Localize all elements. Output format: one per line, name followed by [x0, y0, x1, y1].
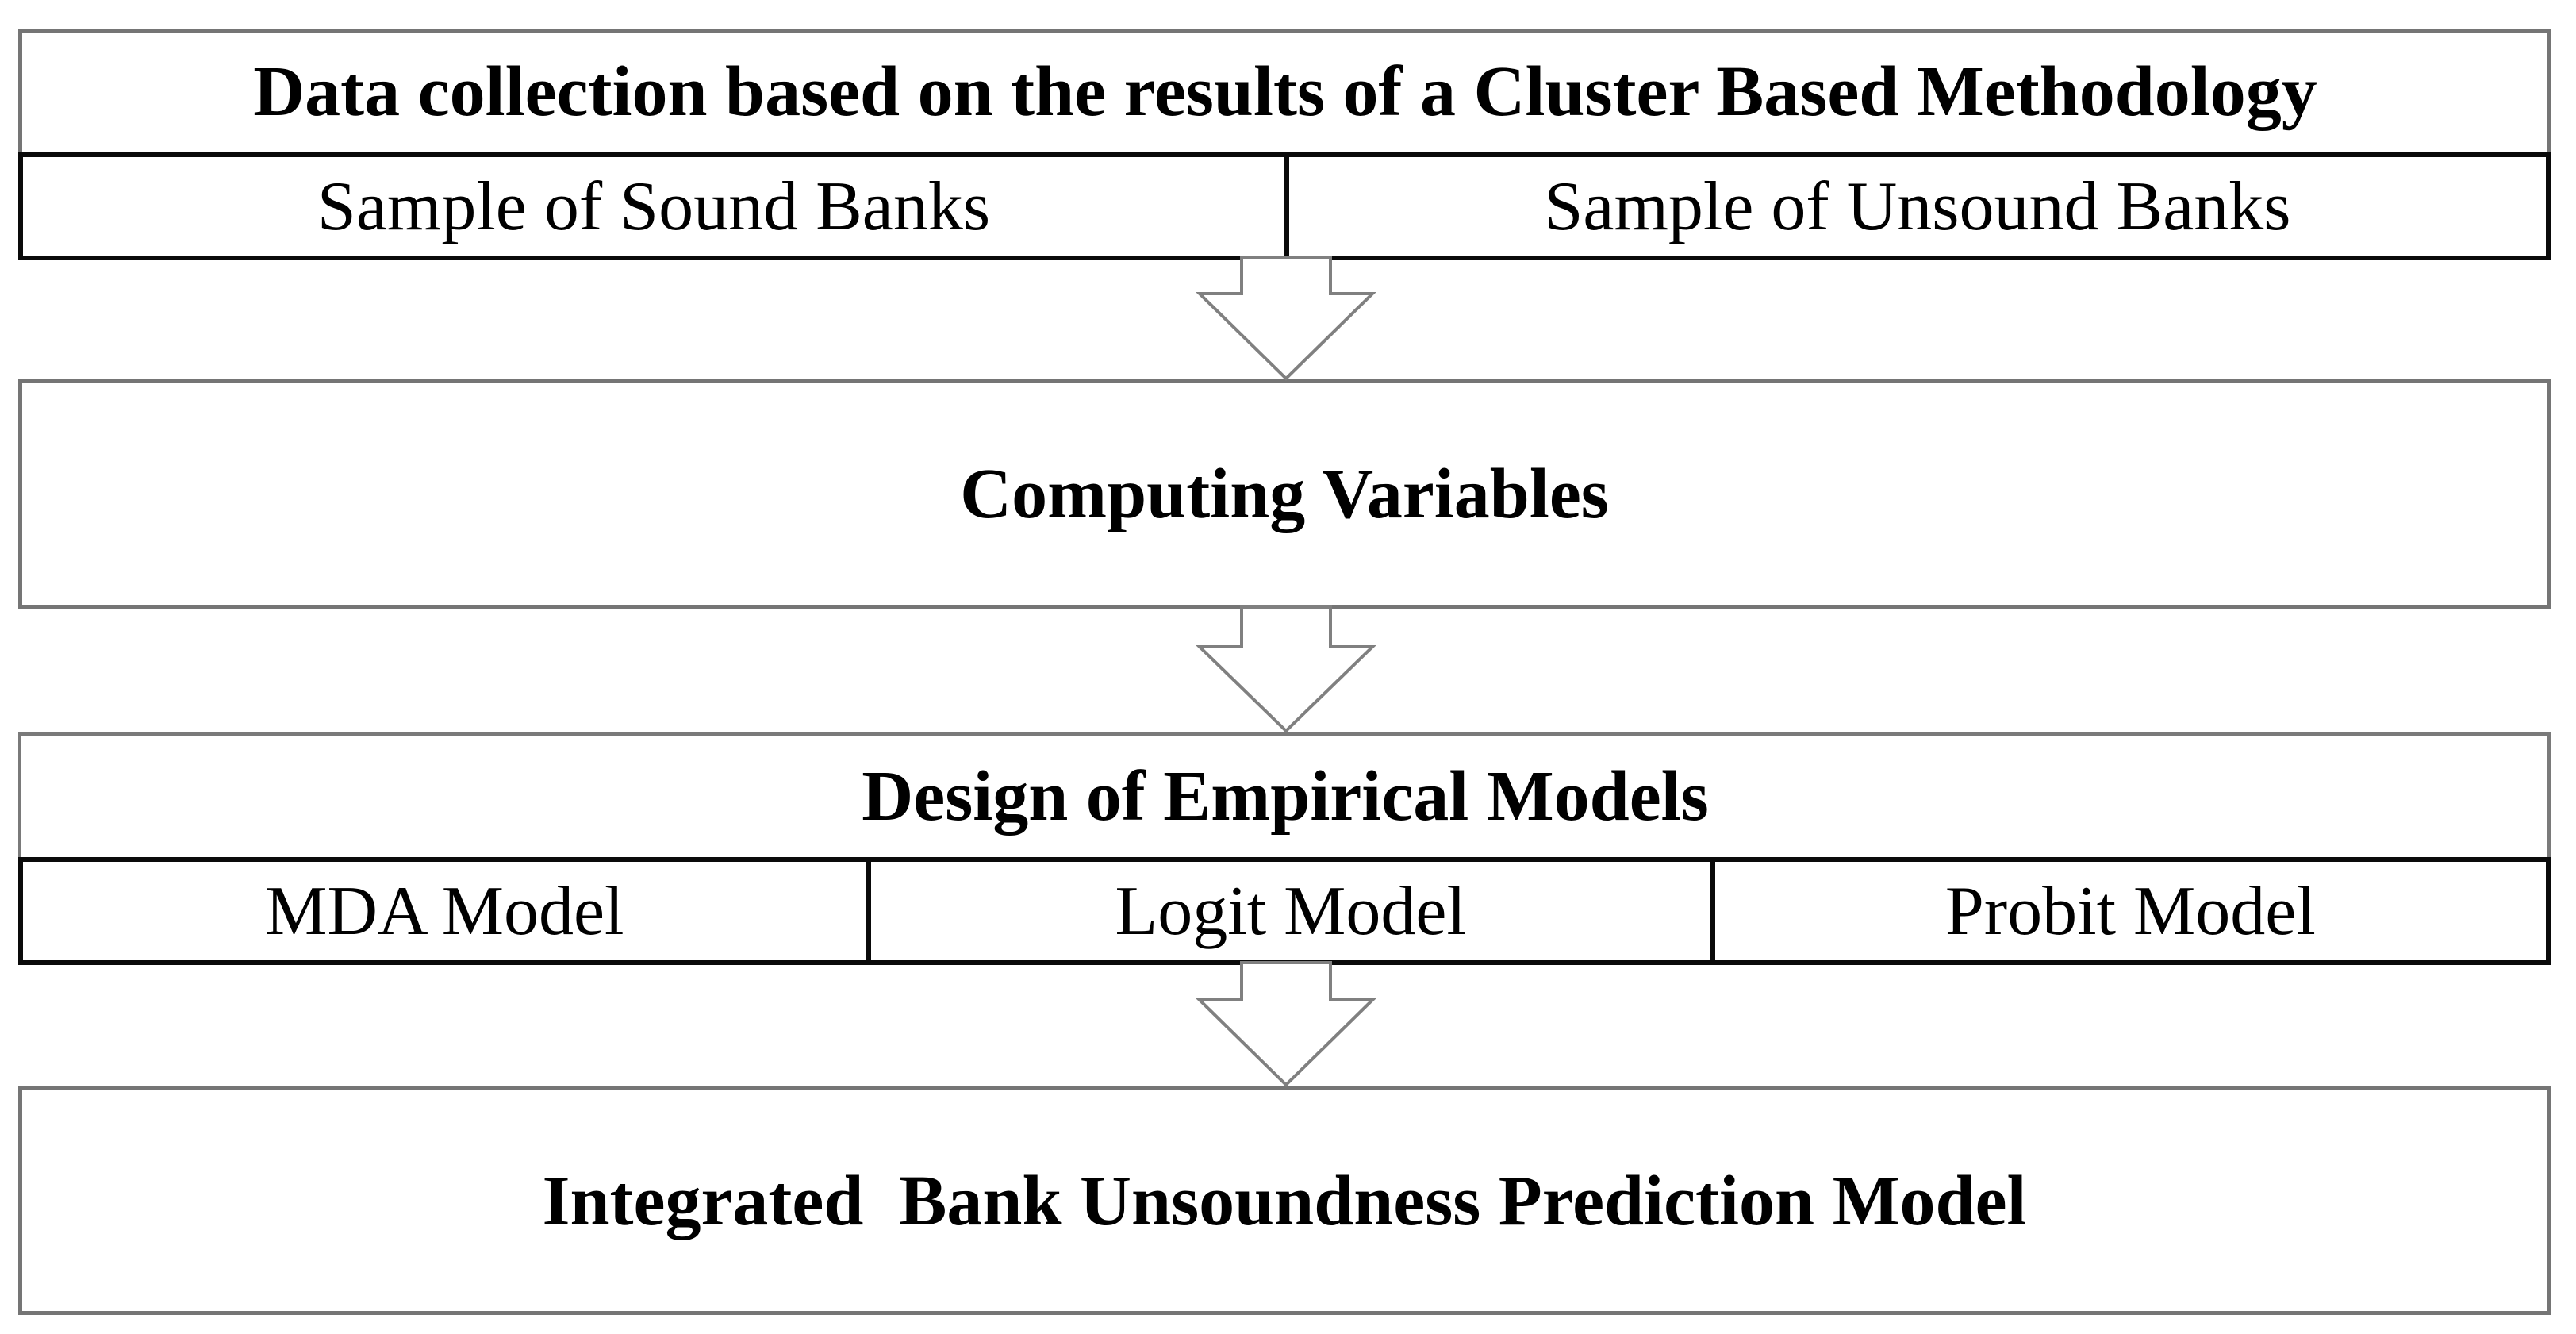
empirical-models-title: Design of Empirical Models [862, 756, 1709, 836]
data-collection-title: Data collection based on the results of … [253, 52, 2317, 131]
sample-unsound-cell: Sample of Unsound Banks [1289, 157, 2546, 256]
down-arrow-icon [1196, 256, 1376, 381]
logit-model-label: Logit Model [1115, 872, 1466, 950]
computing-variables-label: Computing Variables [960, 454, 1609, 533]
mda-model-label: MDA Model [265, 872, 624, 950]
down-arrow-icon [1196, 605, 1376, 733]
sample-sound-label: Sample of Sound Banks [317, 167, 991, 245]
integrated-model-label: Integrated Bank Unsoundness Prediction M… [542, 1161, 2027, 1240]
computing-variables-box: Computing Variables [18, 379, 2551, 609]
probit-model-cell: Probit Model [1715, 862, 2546, 960]
probit-model-label: Probit Model [1944, 872, 2316, 950]
logit-model-cell: Logit Model [871, 862, 1715, 960]
sample-unsound-label: Sample of Unsound Banks [1544, 167, 2291, 245]
integrated-model-box: Integrated Bank Unsoundness Prediction M… [18, 1086, 2551, 1315]
data-collection-title-zone: Data collection based on the results of … [24, 29, 2547, 154]
sample-sound-cell: Sample of Sound Banks [23, 157, 1289, 256]
empirical-models-title-zone: Design of Empirical Models [24, 736, 2547, 855]
models-row: MDA Model Logit Model Probit Model [18, 857, 2551, 965]
down-arrow-icon [1196, 961, 1376, 1087]
mda-model-cell: MDA Model [23, 862, 871, 960]
sample-row: Sample of Sound Banks Sample of Unsound … [18, 152, 2551, 260]
